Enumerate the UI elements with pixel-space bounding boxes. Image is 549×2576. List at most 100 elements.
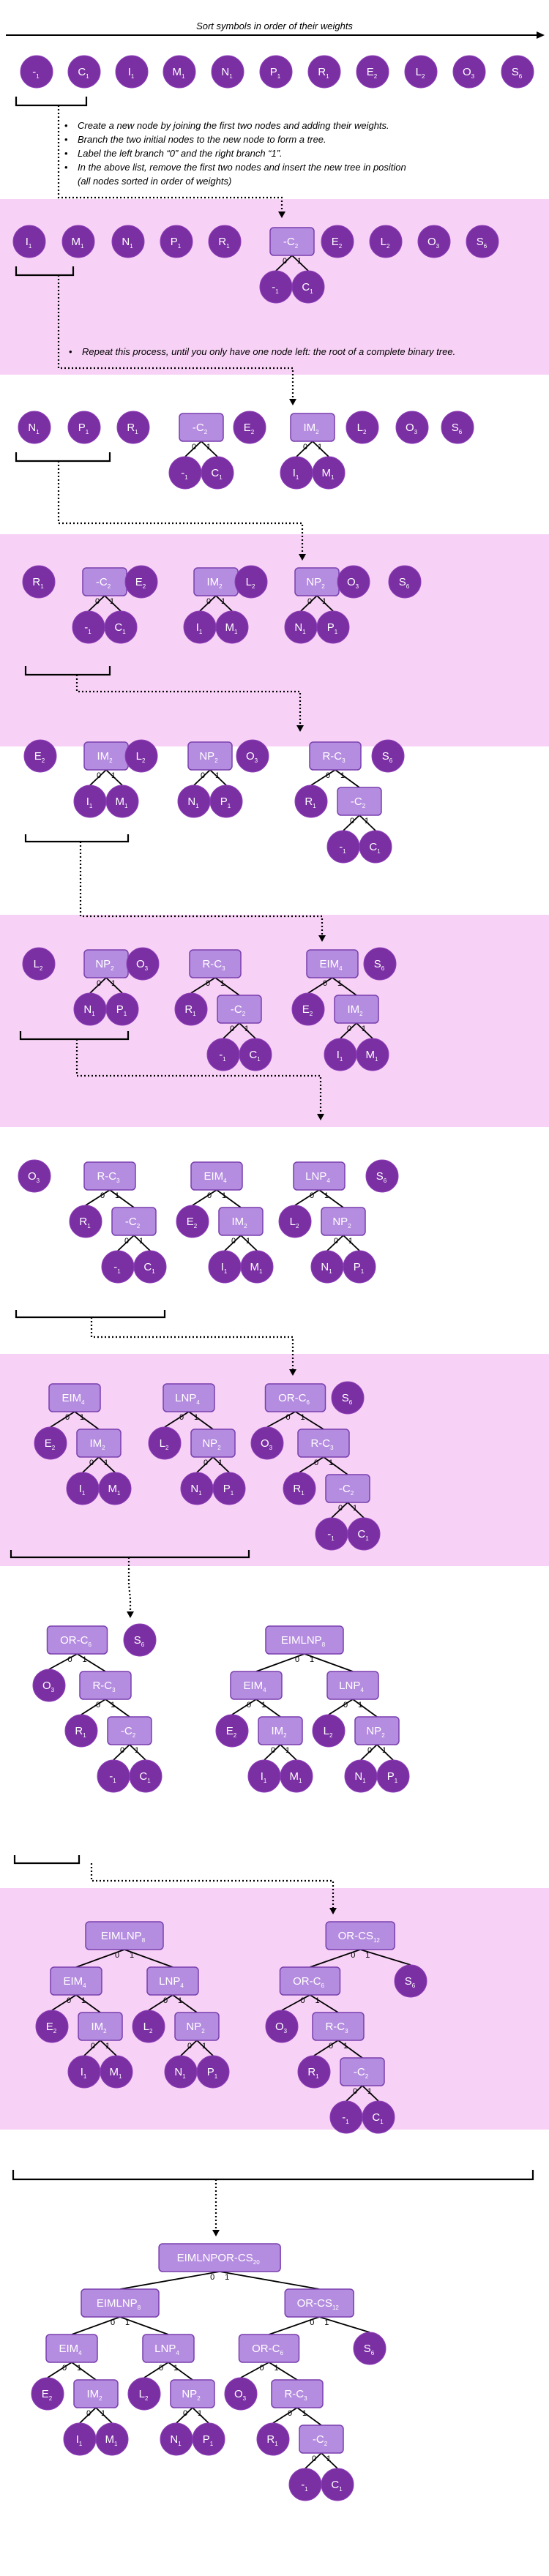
branch-label-1: 1 <box>202 2042 206 2051</box>
leaf-circle <box>233 411 266 444</box>
branch-edge-0 <box>48 1653 78 1670</box>
node-label: R-C3 <box>310 1437 334 1451</box>
branch-label-1: 1 <box>261 1701 266 1710</box>
leaf-circle <box>201 456 234 490</box>
internal-rect <box>46 1625 108 1655</box>
leaf-node-r: R1 <box>283 1472 316 1505</box>
node-symbol: L <box>160 1437 165 1450</box>
node-symbol: - <box>339 841 343 853</box>
node-symbol: N <box>28 422 36 434</box>
leaf-circle <box>127 2377 161 2411</box>
internal-node-minus-c: -C2 <box>299 2425 344 2454</box>
stage-band <box>0 1888 549 2130</box>
branch-edge-0 <box>240 2362 269 2378</box>
leaf-circle <box>363 947 397 981</box>
node-weight: 6 <box>141 1641 145 1648</box>
node-weight: 1 <box>228 803 231 809</box>
node-weight: 1 <box>275 288 279 295</box>
leaf-node-m: M1 <box>215 610 249 644</box>
node-weight: 1 <box>152 1268 155 1275</box>
node-weight: 2 <box>53 2028 57 2034</box>
leaf-node-c: C1 <box>129 1759 163 1793</box>
node-weight: 1 <box>119 2073 122 2080</box>
branch-edge-1 <box>168 2362 193 2381</box>
node-symbol: C <box>139 1770 147 1783</box>
leaf-circle <box>278 1205 312 1238</box>
branch-label-0: 0 <box>207 1191 212 1200</box>
node-weight: 4 <box>176 2350 179 2356</box>
node-symbol: M <box>366 1049 376 1061</box>
leaf-node-e: E2 <box>215 1714 249 1748</box>
internal-node-im: IM2 <box>83 741 129 771</box>
branch-label-1: 1 <box>318 443 322 452</box>
leaf-node-i: I1 <box>73 785 107 818</box>
node-label: R-C3 <box>322 750 346 764</box>
leaf-node-o: O3 <box>395 411 429 444</box>
node-symbol: - <box>272 281 275 293</box>
internal-rect <box>190 1429 236 1458</box>
leaf-node-s: S6 <box>353 2332 386 2365</box>
internal-node-minus-c: -C2 <box>340 2057 385 2086</box>
internal-rect <box>326 1671 379 1700</box>
node-symbol: NP <box>182 2388 197 2400</box>
node-symbol: S <box>512 66 519 78</box>
internal-node-minus-c: -C2 <box>217 995 262 1024</box>
branch-label-0: 0 <box>338 1504 343 1513</box>
node-symbol: P <box>354 1261 361 1273</box>
node-label: M1 <box>366 1049 379 1063</box>
node-label: L2 <box>139 2388 149 2402</box>
internal-rect <box>284 2288 354 2318</box>
node-label: C1 <box>139 1770 151 1784</box>
instruction-line: (all nodes sorted in order of weights) <box>78 176 231 187</box>
node-label: -C2 <box>354 2066 369 2080</box>
node-label: NP2 <box>182 2388 201 2402</box>
node-weight: 1 <box>182 2073 186 2080</box>
leaf-node-m: M1 <box>163 55 196 89</box>
leaf-circle <box>247 1759 281 1793</box>
internal-rect <box>271 2379 324 2408</box>
node-symbol: M <box>108 1483 118 1495</box>
node-symbol: O <box>28 1170 37 1183</box>
internal-rect <box>83 1161 136 1191</box>
leaf-node-i: I1 <box>208 1250 242 1284</box>
leaf-node-o: O3 <box>417 225 451 258</box>
node-symbol: N <box>190 1483 198 1495</box>
leaf-node-p: P1 <box>259 55 293 89</box>
branch-label-1: 1 <box>77 2364 81 2373</box>
leaf-circle <box>64 1714 98 1748</box>
node-symbol: E <box>332 236 339 248</box>
leaf-node-r: R1 <box>116 411 150 444</box>
node-label: C1 <box>143 1261 155 1275</box>
node-weight: 3 <box>330 1445 334 1451</box>
node-label: O3 <box>28 1170 40 1184</box>
leaf-circle <box>362 2100 395 2134</box>
leaf-circle <box>316 610 350 644</box>
internal-node-minus-c: -C2 <box>179 413 224 442</box>
node-weight: 2 <box>111 965 114 972</box>
leaf-node-s: S6 <box>363 947 397 981</box>
node-weight: 1 <box>82 1490 86 1497</box>
node-label: N1 <box>122 236 133 250</box>
node-label: -1 <box>327 1528 335 1542</box>
branch-label-1: 1 <box>222 1191 226 1200</box>
selection-bracket <box>24 666 111 676</box>
leaf-node-n: N1 <box>18 411 51 444</box>
node-label: L2 <box>136 750 146 764</box>
leaf-node-l: L2 <box>124 739 158 773</box>
node-weight: 1 <box>223 1056 226 1063</box>
node-weight: 2 <box>359 1011 363 1017</box>
node-weight: 1 <box>226 243 230 250</box>
internal-rect <box>258 1716 303 1745</box>
node-label: S6 <box>364 2343 375 2356</box>
leaf-circle <box>20 55 53 89</box>
leaf-node-n: N1 <box>160 2422 193 2456</box>
node-label: L2 <box>143 2021 153 2034</box>
node-label: IM2 <box>347 1003 363 1017</box>
node-symbol: M <box>173 66 182 78</box>
internal-rect <box>321 1207 366 1236</box>
node-label: L2 <box>324 1725 333 1739</box>
leaf-circle <box>67 55 101 89</box>
node-symbol: C <box>143 1261 152 1273</box>
node-weight: 3 <box>436 243 440 250</box>
branch-label-0: 0 <box>159 2364 163 2373</box>
